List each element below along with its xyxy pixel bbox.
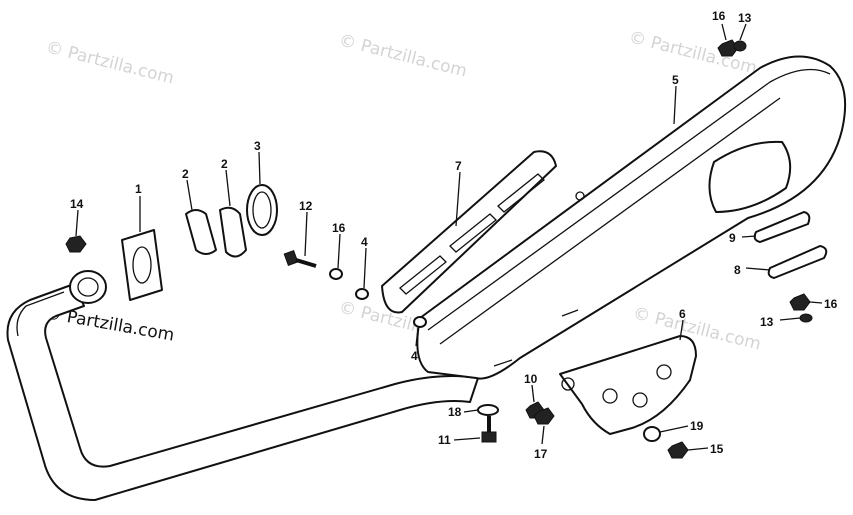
- bracket-hole: [632, 392, 648, 408]
- exhaust-pipe: [6, 270, 479, 501]
- callout-8: 8: [734, 263, 741, 277]
- callout-4: 4: [411, 349, 418, 363]
- callout-10: 10: [524, 372, 538, 386]
- part-7-heat-guard: [381, 150, 557, 314]
- gasket-plate: [121, 229, 163, 301]
- part-3-gasket-ring: [246, 184, 278, 236]
- part-16-nut-right: [789, 293, 811, 311]
- watermark: © Partzilla.com: [337, 30, 469, 81]
- watermark: © Partzilla.com: [627, 27, 759, 78]
- part-19-washer: [643, 426, 661, 442]
- part-2-collar-right: [219, 206, 247, 258]
- callout-12: 12: [299, 199, 313, 213]
- callout-18: 18: [448, 405, 462, 419]
- callout-16: 16: [712, 9, 726, 23]
- callout-13: 13: [738, 11, 752, 25]
- callout-9: 9: [729, 231, 736, 245]
- callout-14: 14: [70, 197, 84, 211]
- pipe-flange-bore: [77, 277, 99, 297]
- bracket-hole: [656, 364, 672, 380]
- part-18-washer: [477, 404, 499, 416]
- bolt-shank: [295, 258, 317, 268]
- part-6-bracket: [559, 335, 697, 435]
- heat-guard-slot: [449, 213, 497, 253]
- gasket-hole: [132, 246, 152, 284]
- callout-5: 5: [672, 73, 679, 87]
- muffler-seam: [427, 68, 831, 331]
- callout-13: 13: [760, 315, 774, 329]
- muffler-mount-stud: [575, 191, 585, 201]
- callout-17: 17: [534, 447, 548, 461]
- callout-6: 6: [679, 307, 686, 321]
- part-13-washer-top: [733, 40, 747, 52]
- callout-1: 1: [135, 182, 142, 196]
- pipe-flange-collar: [69, 270, 107, 304]
- part-16-nut-top: [717, 39, 739, 57]
- bracket-hole: [561, 377, 575, 391]
- part-2-collar-left: [185, 209, 217, 255]
- part-4-washer-upper: [355, 288, 369, 300]
- part-12-bolt: [283, 250, 317, 268]
- bolt-head: [283, 250, 299, 266]
- part-16-washer: [329, 268, 343, 280]
- pipe-highlight: [16, 291, 65, 337]
- part-8-strap: [767, 245, 828, 279]
- muffler-stud: [561, 309, 579, 317]
- bracket-hole: [602, 388, 618, 404]
- part-9-strap: [753, 211, 811, 243]
- heat-guard-slot: [399, 255, 447, 295]
- callout-7: 7: [455, 159, 462, 173]
- callout-19: 19: [690, 419, 704, 433]
- heat-guard-slot: [497, 173, 545, 213]
- callout-16: 16: [824, 297, 838, 311]
- part-3-gasket-ring-inner: [252, 191, 272, 229]
- muffler: [416, 55, 847, 380]
- callout-leaders: [75, 23, 823, 451]
- heat-guard: [381, 150, 557, 314]
- callout-4: 4: [361, 235, 368, 249]
- bolt-head: [481, 431, 497, 443]
- callout-2: 2: [182, 167, 189, 181]
- callout-15: 15: [710, 442, 724, 456]
- part-17-nut: [533, 407, 555, 425]
- part-15-nut: [667, 441, 689, 459]
- part-11-bolt: [481, 416, 497, 443]
- part-1-gasket: [121, 229, 163, 301]
- watermark: © Partzilla.com: [44, 37, 176, 88]
- muffler-seam-lower: [439, 97, 781, 345]
- callout-11: 11: [438, 433, 451, 447]
- callout-2: 2: [221, 157, 228, 171]
- callout-3: 3: [254, 139, 261, 153]
- part-14-nut: [65, 235, 87, 253]
- bracket-plate: [559, 335, 697, 435]
- part-13-washer-right: [799, 313, 813, 323]
- callout-16: 16: [332, 221, 346, 235]
- muffler-stud: [493, 359, 513, 367]
- callout-labels: 1 2 2 3 14 12 16 4 7 4 5 16 13 9 8 16 13…: [70, 9, 838, 461]
- part-4-washer-lower: [413, 316, 427, 328]
- muffler-body: [416, 55, 847, 380]
- muffler-heat-shield: [708, 140, 792, 213]
